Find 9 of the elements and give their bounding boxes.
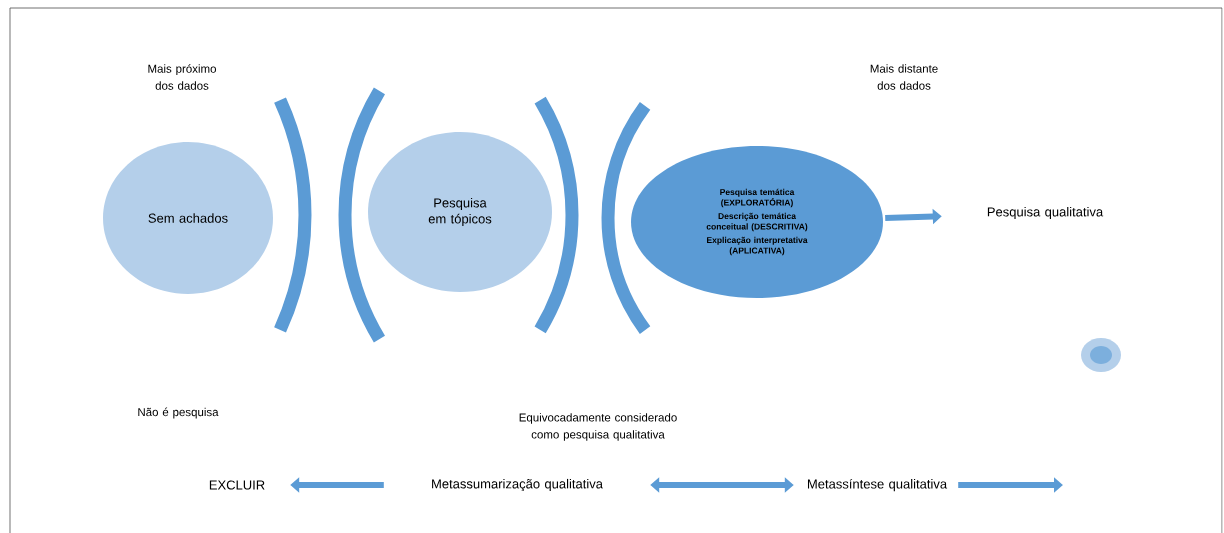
text-label: Metassumarização qualitativa <box>432 478 603 492</box>
text-label: Metassíntese qualitativa <box>808 478 948 492</box>
text-label: Pesquisa qualitativa <box>987 206 1104 220</box>
text-label: Equivocadamente considerado como pesquisa qualitativa <box>519 413 677 441</box>
text-label: Mais distante dos dados <box>870 64 938 90</box>
text-label: Não é pesquisa <box>138 407 219 419</box>
text-label: EXCLUIR <box>209 480 265 490</box>
text-label: Mais próximo dos dados <box>148 64 216 90</box>
block-arrow <box>650 477 794 493</box>
